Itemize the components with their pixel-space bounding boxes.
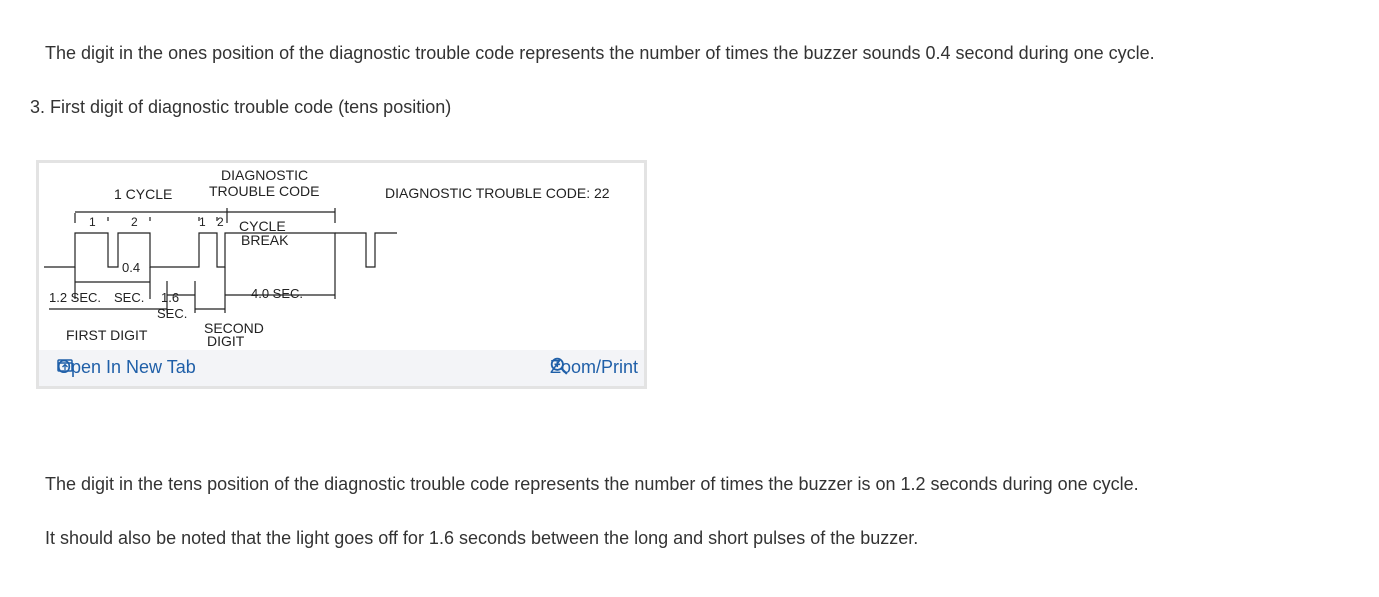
label-dtc-line1: DIAGNOSTIC xyxy=(221,167,308,183)
label-second-digit-2: DIGIT xyxy=(207,333,245,349)
label-1-6-sec: SEC. xyxy=(157,306,187,321)
label-sec: SEC. xyxy=(114,290,144,305)
label-one-cycle: 1 CYCLE xyxy=(114,186,172,202)
label-cycle-break-2: BREAK xyxy=(241,232,289,248)
open-in-new-tab-link[interactable]: Open In New Tab xyxy=(57,357,196,378)
signal-repeat xyxy=(335,232,397,268)
label-first-digit: FIRST DIGIT xyxy=(66,327,148,343)
label-cycle-break-1: CYCLE xyxy=(239,218,286,234)
label-1-2-sec: 1.2 SEC. xyxy=(49,290,101,305)
label-second-digit-1: SECOND xyxy=(204,320,264,336)
label-dtc-line2: TROUBLE CODE xyxy=(209,183,319,199)
label-code: DIAGNOSTIC TROUBLE CODE: 22 xyxy=(385,185,610,201)
open-in-new-tab-label: Open In New Tab xyxy=(57,357,196,377)
label-1-6: 1.6 xyxy=(161,290,179,305)
zoom-in-icon xyxy=(550,357,568,375)
open-new-tab-icon xyxy=(57,359,73,372)
signal-waveform xyxy=(44,232,336,268)
label-4-0-sec: 4.0 SEC. xyxy=(251,286,303,301)
tick-2b: 2 xyxy=(217,215,224,229)
label-0-4: 0.4 xyxy=(122,260,140,275)
tick-1a: 1 xyxy=(89,215,96,229)
heading-tens-position: 3. First digit of diagnostic trouble cod… xyxy=(30,97,452,117)
zoom-print-link[interactable]: Zoom/Print xyxy=(550,357,638,378)
paragraph-tens-position: The digit in the tens position of the di… xyxy=(45,474,1139,494)
diagnostic-figure: 1 CYCLE DIAGNOSTIC TROUBLE CODE DIAGNOST… xyxy=(36,160,647,389)
buzzer-timing-diagram: 1 CYCLE DIAGNOSTIC TROUBLE CODE DIAGNOST… xyxy=(44,167,610,349)
tick-2a: 2 xyxy=(131,215,138,229)
paragraph-ones-position: The digit in the ones position of the di… xyxy=(45,43,1155,63)
paragraph-note: It should also be noted that the light g… xyxy=(45,528,919,548)
zoom-print-label: Zoom/Print xyxy=(549,357,638,377)
figure-toolbar: Open In New Tab Zoom/Print xyxy=(39,350,644,386)
tick-1b: 1 xyxy=(199,215,206,229)
